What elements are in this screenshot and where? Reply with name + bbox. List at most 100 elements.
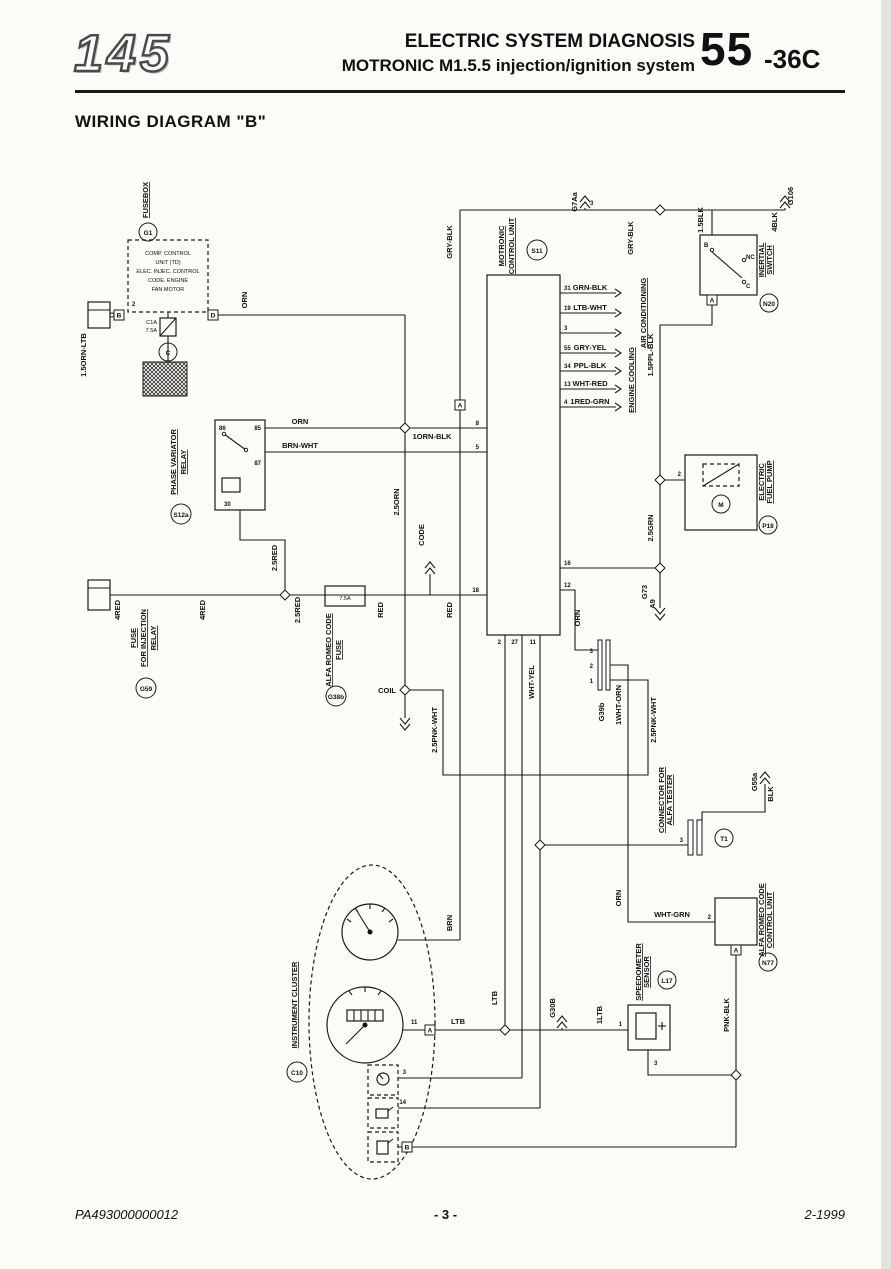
inj-fuse-label-3: RELAY [149, 626, 158, 651]
top-bus: GRY-BLK G7Aa 3 GRY-BLK 1.5BLK 4BLK G106 … [445, 187, 795, 411]
tester-ref-bubble [714, 828, 734, 848]
system-air-conditioning: AIR CONDITIONING [639, 278, 648, 349]
n77-box [714, 897, 758, 946]
ground-a9: A9 [648, 599, 657, 609]
relay-label-2: RELAY [179, 450, 188, 475]
ecu-ref-bubble [526, 239, 548, 261]
ctrl-box-line4: CODE. ENGINE [148, 278, 188, 284]
ground-g106: G106 [786, 187, 795, 205]
wire-label-1orn-blk: 1ORN-BLK [413, 432, 452, 441]
fuel-icon [376, 1140, 389, 1155]
comp-control-unit-box [127, 239, 209, 313]
wire-label-grn-blk: GRN-BLK [573, 283, 608, 292]
page-title: WIRING DIAGRAM "B" [75, 112, 267, 131]
battery-feed-symbol [87, 301, 111, 329]
wire-label-coil: COIL [378, 686, 396, 695]
instrument-cluster: INSTRUMENT CLUSTER C10 [286, 864, 499, 1180]
fuse-c-value: C1A [146, 320, 157, 326]
pump-ref-bubble [758, 515, 778, 535]
wire-label-gry-yel: GRY-YEL [574, 343, 607, 352]
footer-date: 2-1999 [804, 1207, 845, 1222]
warning-box-2 [367, 1097, 399, 1129]
wire-label-pnkwht-a: 2.5PNK-WHT [430, 707, 439, 753]
connector-d-box [207, 309, 219, 321]
connector-d: D [211, 313, 216, 320]
wiring-lines [110, 195, 791, 1148]
code-fuse-amp: 7.5A [339, 596, 351, 602]
ground-g7aa-pin: 3 [590, 201, 594, 207]
wire-label-ltb-v: LTB [490, 990, 499, 1005]
relay-ref: S12a [173, 512, 189, 519]
cluster-outline [308, 864, 436, 1180]
ecu-pin-11: 11 [530, 640, 537, 646]
sensor-label-2: SENSOR [642, 956, 651, 988]
inertial-label-1: INERTIAL [757, 242, 766, 277]
ecu-pin-18: 18 [472, 588, 479, 594]
relay-pin-86: 86 [219, 426, 226, 432]
pump-ref: P18 [762, 523, 774, 530]
sensor-pin-3: 3 [654, 1061, 658, 1067]
pump-label-1: ELECTRIC [757, 463, 766, 501]
ecu-ref: S11 [531, 248, 543, 255]
terminal-dot [109, 312, 115, 318]
inertial-switch-box [699, 234, 758, 296]
ecu-pin-31: 31 [564, 286, 571, 292]
inertial-ref-bubble [759, 293, 779, 313]
system-engine-cooling: ENGINE COOLING [627, 347, 636, 413]
ecu-pin-8: 8 [476, 421, 480, 427]
wire-label-gry-blk-left: GRY-BLK [445, 225, 454, 259]
cluster-conn-a: A [428, 1028, 433, 1035]
inertial-pin-c: C [746, 284, 751, 290]
wire-label-wht-yel: WHT-YEL [527, 665, 536, 699]
cluster-ref-bubble [286, 1061, 308, 1083]
header-rule [75, 90, 845, 93]
ecu-pin-2: 2 [498, 640, 502, 646]
ecu-pin-3: 3 [564, 326, 568, 332]
wire-label-ltb-wht: LTB-WHT [573, 303, 607, 312]
oil-icon [375, 1108, 389, 1119]
wiring-diagram: FUSEBOX G1 COMP. CONTROL UNIT (TD) ELEC.… [79, 182, 795, 1180]
inj-fuse-label-1: FUSE [129, 628, 138, 648]
ecu-pin-4: 4 [564, 400, 568, 406]
code-fuse-ref-bubble [325, 685, 347, 707]
n77-label-2: CONTROL UNIT [765, 891, 774, 948]
motronic-ecu: MOTRONIC CONTROL UNIT S11 31 19 3 55 34 … [282, 217, 648, 646]
sensor-ref: L17 [661, 978, 673, 985]
ecu-label-1: MOTRONIC [497, 225, 506, 266]
tester-label-2: ALFA TESTER [665, 774, 674, 826]
fusebox-area: FUSEBOX G1 COMP. CONTROL UNIT (TD) ELEC.… [79, 182, 249, 397]
ctrl-box-line5: FAN MOTOR [152, 287, 185, 293]
n77-label-1: ALFA ROMEO CODE [757, 883, 766, 956]
inj-fuse-ref-bubble [135, 677, 157, 699]
wire-label-orn-low: ORN [614, 890, 623, 907]
cluster-conn-a-box [424, 1024, 436, 1036]
tester-pin-3: 3 [680, 838, 684, 844]
ctrl-box-line2: UNIT (TD) [155, 260, 180, 266]
wire-label-1ltb: 1LTB [595, 1005, 604, 1024]
relay-label-1: PHASE VARIATOR [169, 428, 178, 494]
sensor-ref-bubble [657, 970, 677, 990]
wire-label-2-5red-b: 2.5RED [293, 596, 302, 623]
wire-label-orn-relay: ORN [292, 417, 309, 426]
code-fuse-label-1: ALFA ROMEO CODE [324, 613, 333, 686]
inertial-conn-a-box [706, 294, 718, 306]
motor-letter: M [718, 502, 723, 509]
tester-label-1: CONNECTOR FOR [657, 766, 666, 833]
fusebox-ref: G1 [144, 230, 153, 237]
inertial-ref: N20 [763, 301, 775, 308]
g39b-pin-3: 3 [590, 649, 594, 655]
ecu-pin-13: 13 [564, 382, 571, 388]
wire-label-red-a: RED [376, 602, 385, 618]
wire-label-ltb-h: LTB [451, 1017, 466, 1026]
wire-label-brn-wht: BRN-WHT [282, 441, 318, 450]
cluster-conn-b: B [405, 1145, 410, 1152]
cluster-ref: C10 [291, 1070, 303, 1077]
cluster-pin-14: 14 [399, 1100, 406, 1106]
inj-fuse-symbol [87, 579, 111, 611]
ecu-box [486, 274, 561, 636]
cluster-label: INSTRUMENT CLUSTER [290, 961, 299, 1048]
fuse-c-ref-bubble [158, 342, 178, 362]
n77-pin-2: 2 [708, 915, 712, 921]
inertial-label-2: SWITCH [765, 245, 774, 275]
g39b-pin-2: 2 [590, 664, 594, 670]
